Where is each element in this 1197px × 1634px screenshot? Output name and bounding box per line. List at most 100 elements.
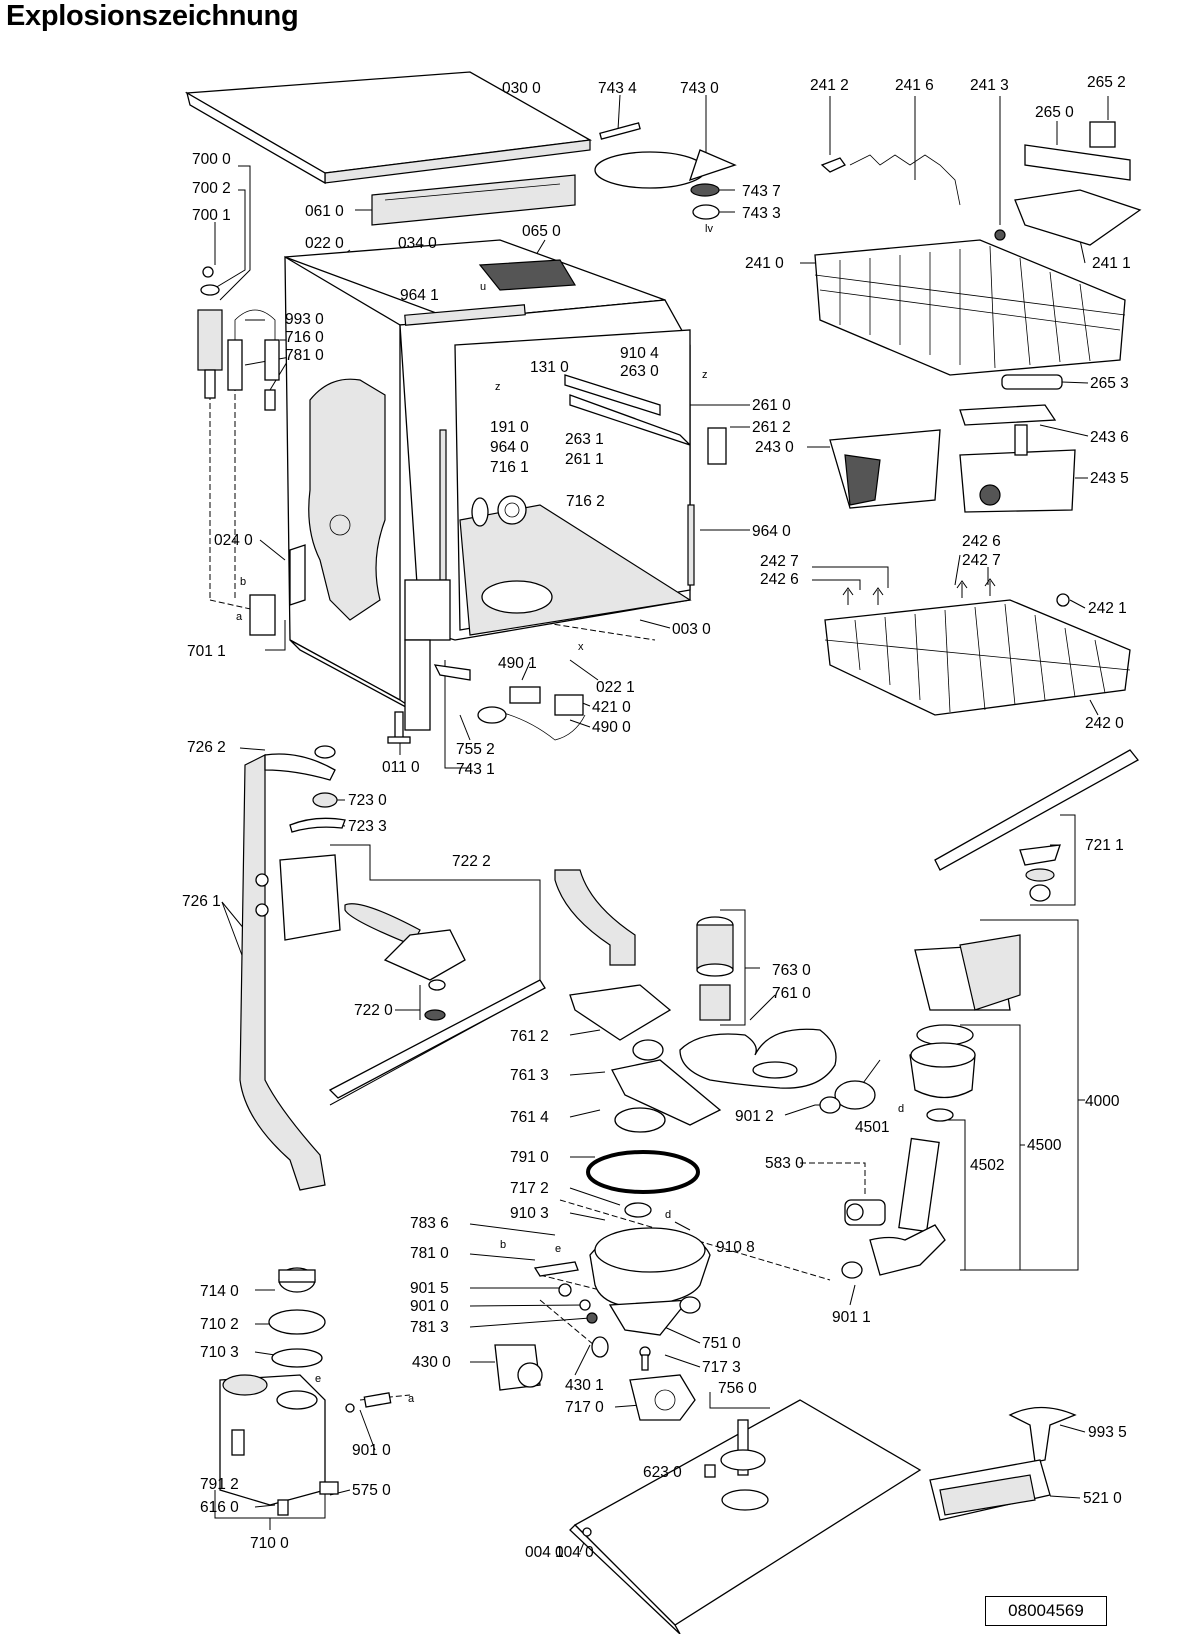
label-241-0: 241 0 xyxy=(745,255,784,272)
label-4500: 4500 xyxy=(1027,1137,1062,1154)
label-065-0: 065 0 xyxy=(522,223,561,240)
label-242-7-top: 242 7 xyxy=(962,552,1001,569)
label-761-4: 761 4 xyxy=(510,1109,549,1126)
label-901-2: 901 2 xyxy=(735,1108,774,1125)
label-242-6-left: 242 6 xyxy=(760,571,799,588)
label-756-0: 756 0 xyxy=(718,1380,757,1397)
insulation-strip-shape xyxy=(371,174,576,226)
label-901-0-a: 901 0 xyxy=(410,1298,449,1315)
label-265-2: 265 2 xyxy=(1087,74,1126,91)
label-791-0: 791 0 xyxy=(510,1149,549,1166)
label-781-0: 781 0 xyxy=(285,347,324,364)
label-743-1: 743 1 xyxy=(456,761,495,778)
label-4000: 4000 xyxy=(1085,1093,1120,1110)
label-261-2: 261 2 xyxy=(752,419,791,436)
part-labels: 030 0 743 4 743 0 743 7 743 3 061 0 700 … xyxy=(182,74,1131,1561)
label-723-0: 723 0 xyxy=(348,792,387,809)
label-964-0-a: 964 0 xyxy=(490,439,529,456)
label-910-8: 910 8 xyxy=(716,1239,755,1256)
marker-e-1: e xyxy=(555,1243,561,1255)
label-490-1: 490 1 xyxy=(498,655,537,672)
label-616-0: 616 0 xyxy=(200,1499,239,1516)
connection-markers: u lv z z x b a d d b e e a xyxy=(236,223,904,1405)
label-993-0: 993 0 xyxy=(285,311,324,328)
label-700-0: 700 0 xyxy=(192,151,231,168)
label-004-0: 004 0 xyxy=(555,1544,594,1561)
label-751-0: 751 0 xyxy=(702,1335,741,1352)
label-022-1: 022 1 xyxy=(596,679,635,696)
label-701-1: 701 1 xyxy=(187,643,226,660)
label-721-1: 721 1 xyxy=(1085,837,1124,854)
marker-e-2: e xyxy=(315,1373,321,1385)
label-783-6: 783 6 xyxy=(410,1215,449,1232)
marker-u: u xyxy=(480,281,486,293)
label-261-0: 261 0 xyxy=(752,397,791,414)
label-265-3: 265 3 xyxy=(1090,375,1129,392)
drawing-number-box: 08004569 xyxy=(985,1596,1107,1626)
label-743-4: 743 4 xyxy=(598,80,637,97)
label-430-0: 430 0 xyxy=(412,1354,451,1371)
label-034-0: 034 0 xyxy=(398,235,437,252)
marker-a-1: a xyxy=(236,611,243,623)
rail-shape xyxy=(569,394,691,446)
label-490-0: 490 0 xyxy=(592,719,631,736)
label-761-3: 761 3 xyxy=(510,1067,549,1084)
label-717-0: 717 0 xyxy=(565,1399,604,1416)
label-003-0: 003 0 xyxy=(672,621,711,638)
label-726-1: 726 1 xyxy=(182,893,221,910)
label-910-3: 910 3 xyxy=(510,1205,549,1222)
label-243-6: 243 6 xyxy=(1090,429,1129,446)
marker-b-1: b xyxy=(240,576,246,588)
label-901-0-b: 901 0 xyxy=(352,1442,391,1459)
marker-d-2: d xyxy=(665,1209,671,1221)
label-022-0: 022 0 xyxy=(305,235,344,252)
marker-a-2: a xyxy=(408,1393,415,1405)
label-993-5: 993 5 xyxy=(1088,1424,1127,1441)
label-191-0: 191 0 xyxy=(490,419,529,436)
label-265-0: 265 0 xyxy=(1035,104,1074,121)
upper-spray-arm-shape xyxy=(934,749,1139,871)
lid-shape xyxy=(594,151,706,189)
label-024-0: 024 0 xyxy=(214,532,253,549)
label-717-3: 717 3 xyxy=(702,1359,741,1376)
label-710-0: 710 0 xyxy=(250,1535,289,1552)
label-716-0: 716 0 xyxy=(285,329,324,346)
label-241-2: 241 2 xyxy=(810,77,849,94)
label-061-0: 061 0 xyxy=(305,203,344,220)
label-755-2: 755 2 xyxy=(456,741,495,758)
label-261-1: 261 1 xyxy=(565,451,604,468)
label-4501: 4501 xyxy=(855,1119,889,1136)
label-791-2: 791 2 xyxy=(200,1476,239,1493)
label-716-2: 716 2 xyxy=(566,493,605,510)
label-714-0: 714 0 xyxy=(200,1283,239,1300)
marker-lv: lv xyxy=(705,223,713,235)
label-722-2: 722 2 xyxy=(452,853,491,870)
label-761-2: 761 2 xyxy=(510,1028,549,1045)
label-242-0: 242 0 xyxy=(1085,715,1124,732)
label-430-1: 430 1 xyxy=(565,1377,604,1394)
label-763-0: 763 0 xyxy=(772,962,811,979)
pump-seal-ring-shape xyxy=(586,1150,700,1194)
label-241-1: 241 1 xyxy=(1092,255,1131,272)
marker-z-2: z xyxy=(702,369,708,381)
label-761-0: 761 0 xyxy=(772,985,811,1002)
label-964-1: 964 1 xyxy=(400,287,439,304)
label-710-2: 710 2 xyxy=(200,1316,239,1333)
label-011-0: 011 0 xyxy=(382,759,420,776)
label-243-5: 243 5 xyxy=(1090,470,1129,487)
filter-plate-shape xyxy=(679,1028,837,1089)
label-726-2: 726 2 xyxy=(187,739,226,756)
label-241-3: 241 3 xyxy=(970,77,1009,94)
label-521-0: 521 0 xyxy=(1083,1490,1122,1507)
label-421-0: 421 0 xyxy=(592,699,631,716)
label-263-1: 263 1 xyxy=(565,431,604,448)
lower-spray-arm-left-shape xyxy=(328,979,546,1099)
label-243-0: 243 0 xyxy=(755,439,794,456)
label-781-0-b: 781 0 xyxy=(410,1245,449,1262)
label-030-0: 030 0 xyxy=(502,80,541,97)
marker-d-1: d xyxy=(898,1103,904,1115)
label-781-3: 781 3 xyxy=(410,1319,449,1336)
label-242-1: 242 1 xyxy=(1088,600,1127,617)
page-title: Explosionszeichnung xyxy=(6,0,299,32)
